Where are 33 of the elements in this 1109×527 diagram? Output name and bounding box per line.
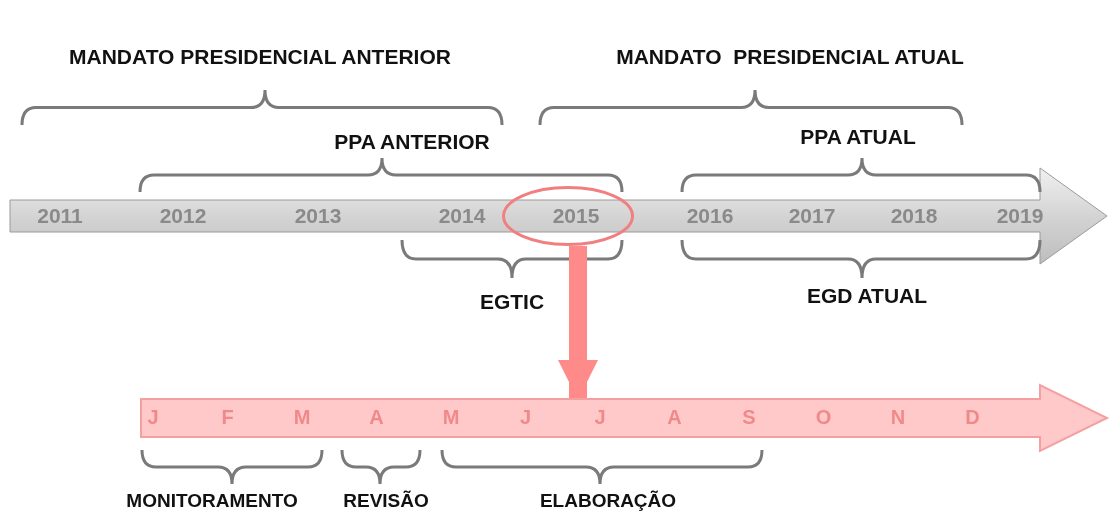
- period-label: PPA ANTERIOR: [334, 130, 490, 154]
- period-label: EGTIC: [479, 290, 545, 314]
- year-label: 2016: [686, 204, 734, 228]
- month-label: A: [667, 406, 682, 429]
- month-label: O: [815, 406, 832, 429]
- year-label: 2018: [890, 204, 938, 228]
- month-label: N: [890, 406, 906, 429]
- month-label: F: [221, 406, 234, 429]
- month-label: J: [519, 406, 532, 429]
- heading: MANDATO PRESIDENCIAL ATUAL: [616, 45, 964, 69]
- year-label: 2014: [438, 204, 486, 228]
- month-label: D: [965, 406, 980, 429]
- highlight-ellipse: [502, 186, 634, 246]
- month-label: S: [742, 406, 756, 429]
- month-label: A: [369, 406, 384, 429]
- month-label: J: [594, 406, 606, 429]
- phase-label: ELABORAÇÃO: [539, 490, 677, 512]
- month-label: M: [293, 406, 311, 429]
- month-timeline-arrow: [140, 384, 1108, 452]
- year-label: 2015: [552, 204, 600, 228]
- period-label: EGD ATUAL: [806, 284, 928, 308]
- year-label: 2013: [294, 204, 342, 228]
- phase-label: MONITORAMENTO: [126, 490, 298, 512]
- year-label: 2019: [996, 204, 1044, 228]
- year-label: 2012: [159, 204, 207, 228]
- year-label: 2017: [788, 204, 836, 228]
- phase-label: REVISÃO: [343, 490, 429, 512]
- month-label: J: [147, 406, 159, 429]
- arrow: [558, 246, 598, 400]
- heading: MANDATO PRESIDENCIAL ANTERIOR: [69, 45, 451, 69]
- period-label: PPA ATUAL: [800, 125, 916, 149]
- month-label: M: [442, 406, 460, 429]
- year-label: 2011: [37, 204, 83, 228]
